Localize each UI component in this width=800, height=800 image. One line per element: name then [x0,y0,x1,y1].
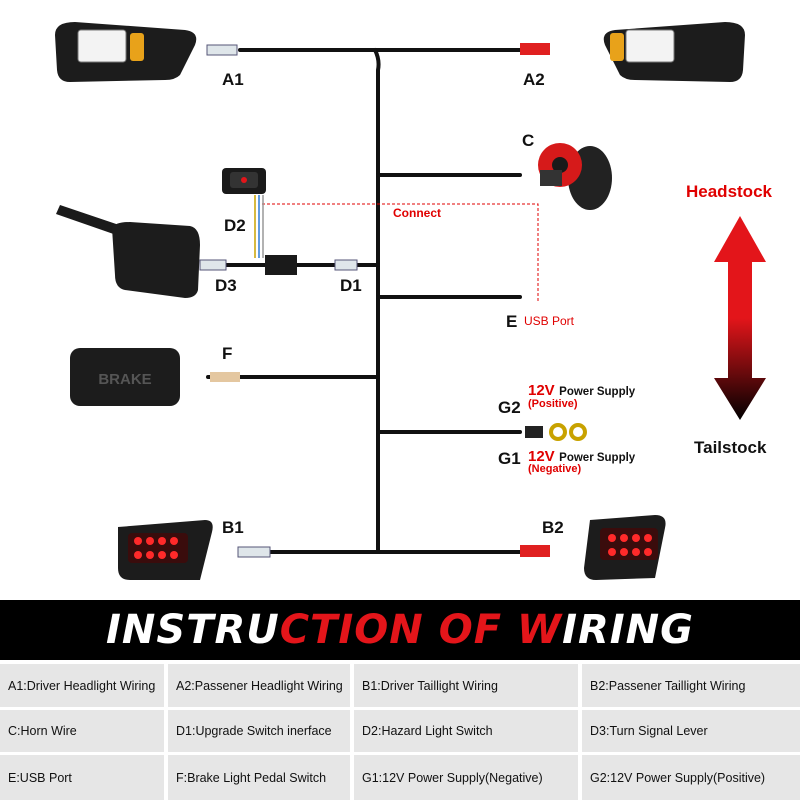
banner-title: INSTRUCTION OF WIRING [0,600,800,660]
label-g2: G2 [498,398,521,417]
legend-cell: F:Brake Light Pedal Switch [168,755,350,800]
d2-wires [254,195,264,258]
tailstock-label: Tailstock [694,438,767,457]
horn-c [538,143,612,210]
taillight-b2 [520,515,666,580]
g1-supply: Power Supply [559,452,636,464]
legend-cell: E:USB Port [0,755,164,800]
legend-cell: D2:Hazard Light Switch [354,710,578,752]
banner-title-part2: CTION OF [279,607,517,653]
label-a2: A2 [523,70,545,89]
g2-power-label: 12V Power Supply [528,382,635,400]
wiring-diagram: BRAKE [55,22,766,580]
taillight-b1 [118,520,271,580]
legend-cell: C:Horn Wire [0,710,164,752]
power-supply-g [525,423,587,441]
main-harness [203,48,522,554]
g1-voltage: 12V [528,448,555,465]
banner-title-part1: INSTRU [106,607,280,653]
legend-cell: B2:Passener Taillight Wiring [582,664,800,707]
direction-arrow [714,216,766,420]
brake-switch-f: BRAKE [70,348,240,406]
g1-polarity: (Negative) [528,463,582,475]
banner-title-part3: W [516,607,563,653]
headlight-a2 [520,22,745,82]
label-b2: B2 [542,518,564,537]
label-b1: B1 [222,518,244,537]
label-c: C [522,131,535,150]
headlight-a1 [55,22,238,82]
hazard-switch-d2 [222,168,266,194]
connect-dashed-line [262,203,539,302]
connect-label: Connect [393,206,441,220]
label-d2: D2 [224,216,246,235]
label-g1: G1 [498,449,521,468]
g2-supply: Power Supply [559,386,636,398]
d1-connector [334,259,358,271]
label-a1: A1 [222,70,244,89]
legend-cell: B1:Driver Taillight Wiring [354,664,578,707]
label-e: E [506,312,518,331]
legend-cell: G1:12V Power Supply(Negative) [354,755,578,800]
legend-cell: G2:12V Power Supply(Positive) [582,755,800,800]
g2-polarity: (Positive) [528,398,578,410]
legend-cell: A2:Passener Headlight Wiring [168,664,350,707]
label-d1: D1 [340,276,362,295]
banner-title-part4: IRING [562,607,694,653]
g2-voltage: 12V [528,382,555,399]
headstock-label: Headstock [686,182,772,201]
switch-module [265,255,297,275]
brake-box-text: BRAKE [98,371,151,388]
legend-cell: A1:Driver Headlight Wiring [0,664,164,707]
turn-signal-lever-d3 [56,205,227,298]
legend-table: A1:Driver Headlight Wiring A2:Passener H… [0,664,800,800]
label-f: F [222,344,233,363]
usb-port-label: USB Port [524,314,575,328]
label-d3: D3 [215,276,237,295]
title-banner [0,600,800,660]
legend-cell: D1:Upgrade Switch inerface [168,710,350,752]
legend-cell: D3:Turn Signal Lever [582,710,800,752]
g1-power-label: 12V Power Supply [528,448,635,466]
